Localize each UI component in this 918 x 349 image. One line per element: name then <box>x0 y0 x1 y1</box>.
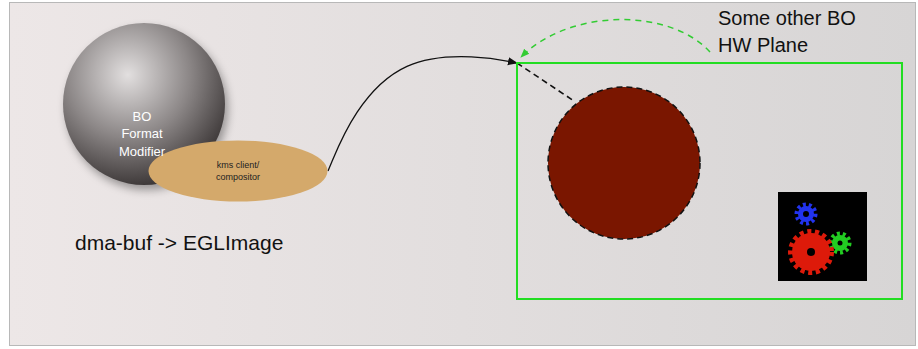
green-gear-hole <box>838 241 843 246</box>
ellipse-fill <box>149 141 328 202</box>
gears-image <box>778 192 867 281</box>
node-text: kms client/ compositor <box>207 159 269 183</box>
background-panel <box>10 3 916 346</box>
dashed-green-arc <box>521 20 710 57</box>
ellipse-shape <box>148 140 328 202</box>
plane-heading: Some other BO HW Plane <box>718 5 883 59</box>
blue-gear-hole <box>803 211 809 217</box>
ellipse-node: kms client/ compositor <box>148 140 328 202</box>
label-holder: dma-buf -> EGLImage <box>75 229 283 257</box>
red-gear-teeth <box>791 232 831 272</box>
blue-gear-teeth <box>797 205 815 223</box>
gears-background <box>778 192 867 281</box>
dashed-leader <box>517 63 574 101</box>
node-text: BO Format Modifier <box>113 108 171 161</box>
plane-box: Some other BO HW Plane <box>516 62 903 300</box>
buffer-circle <box>548 87 700 239</box>
green-gear <box>832 235 848 251</box>
red-gear-hole <box>807 248 815 256</box>
connector-arrow <box>328 57 517 171</box>
caption-label: dma-buf -> EGLImage <box>75 229 283 257</box>
red-gear <box>792 233 830 271</box>
blue-gear <box>798 206 814 222</box>
